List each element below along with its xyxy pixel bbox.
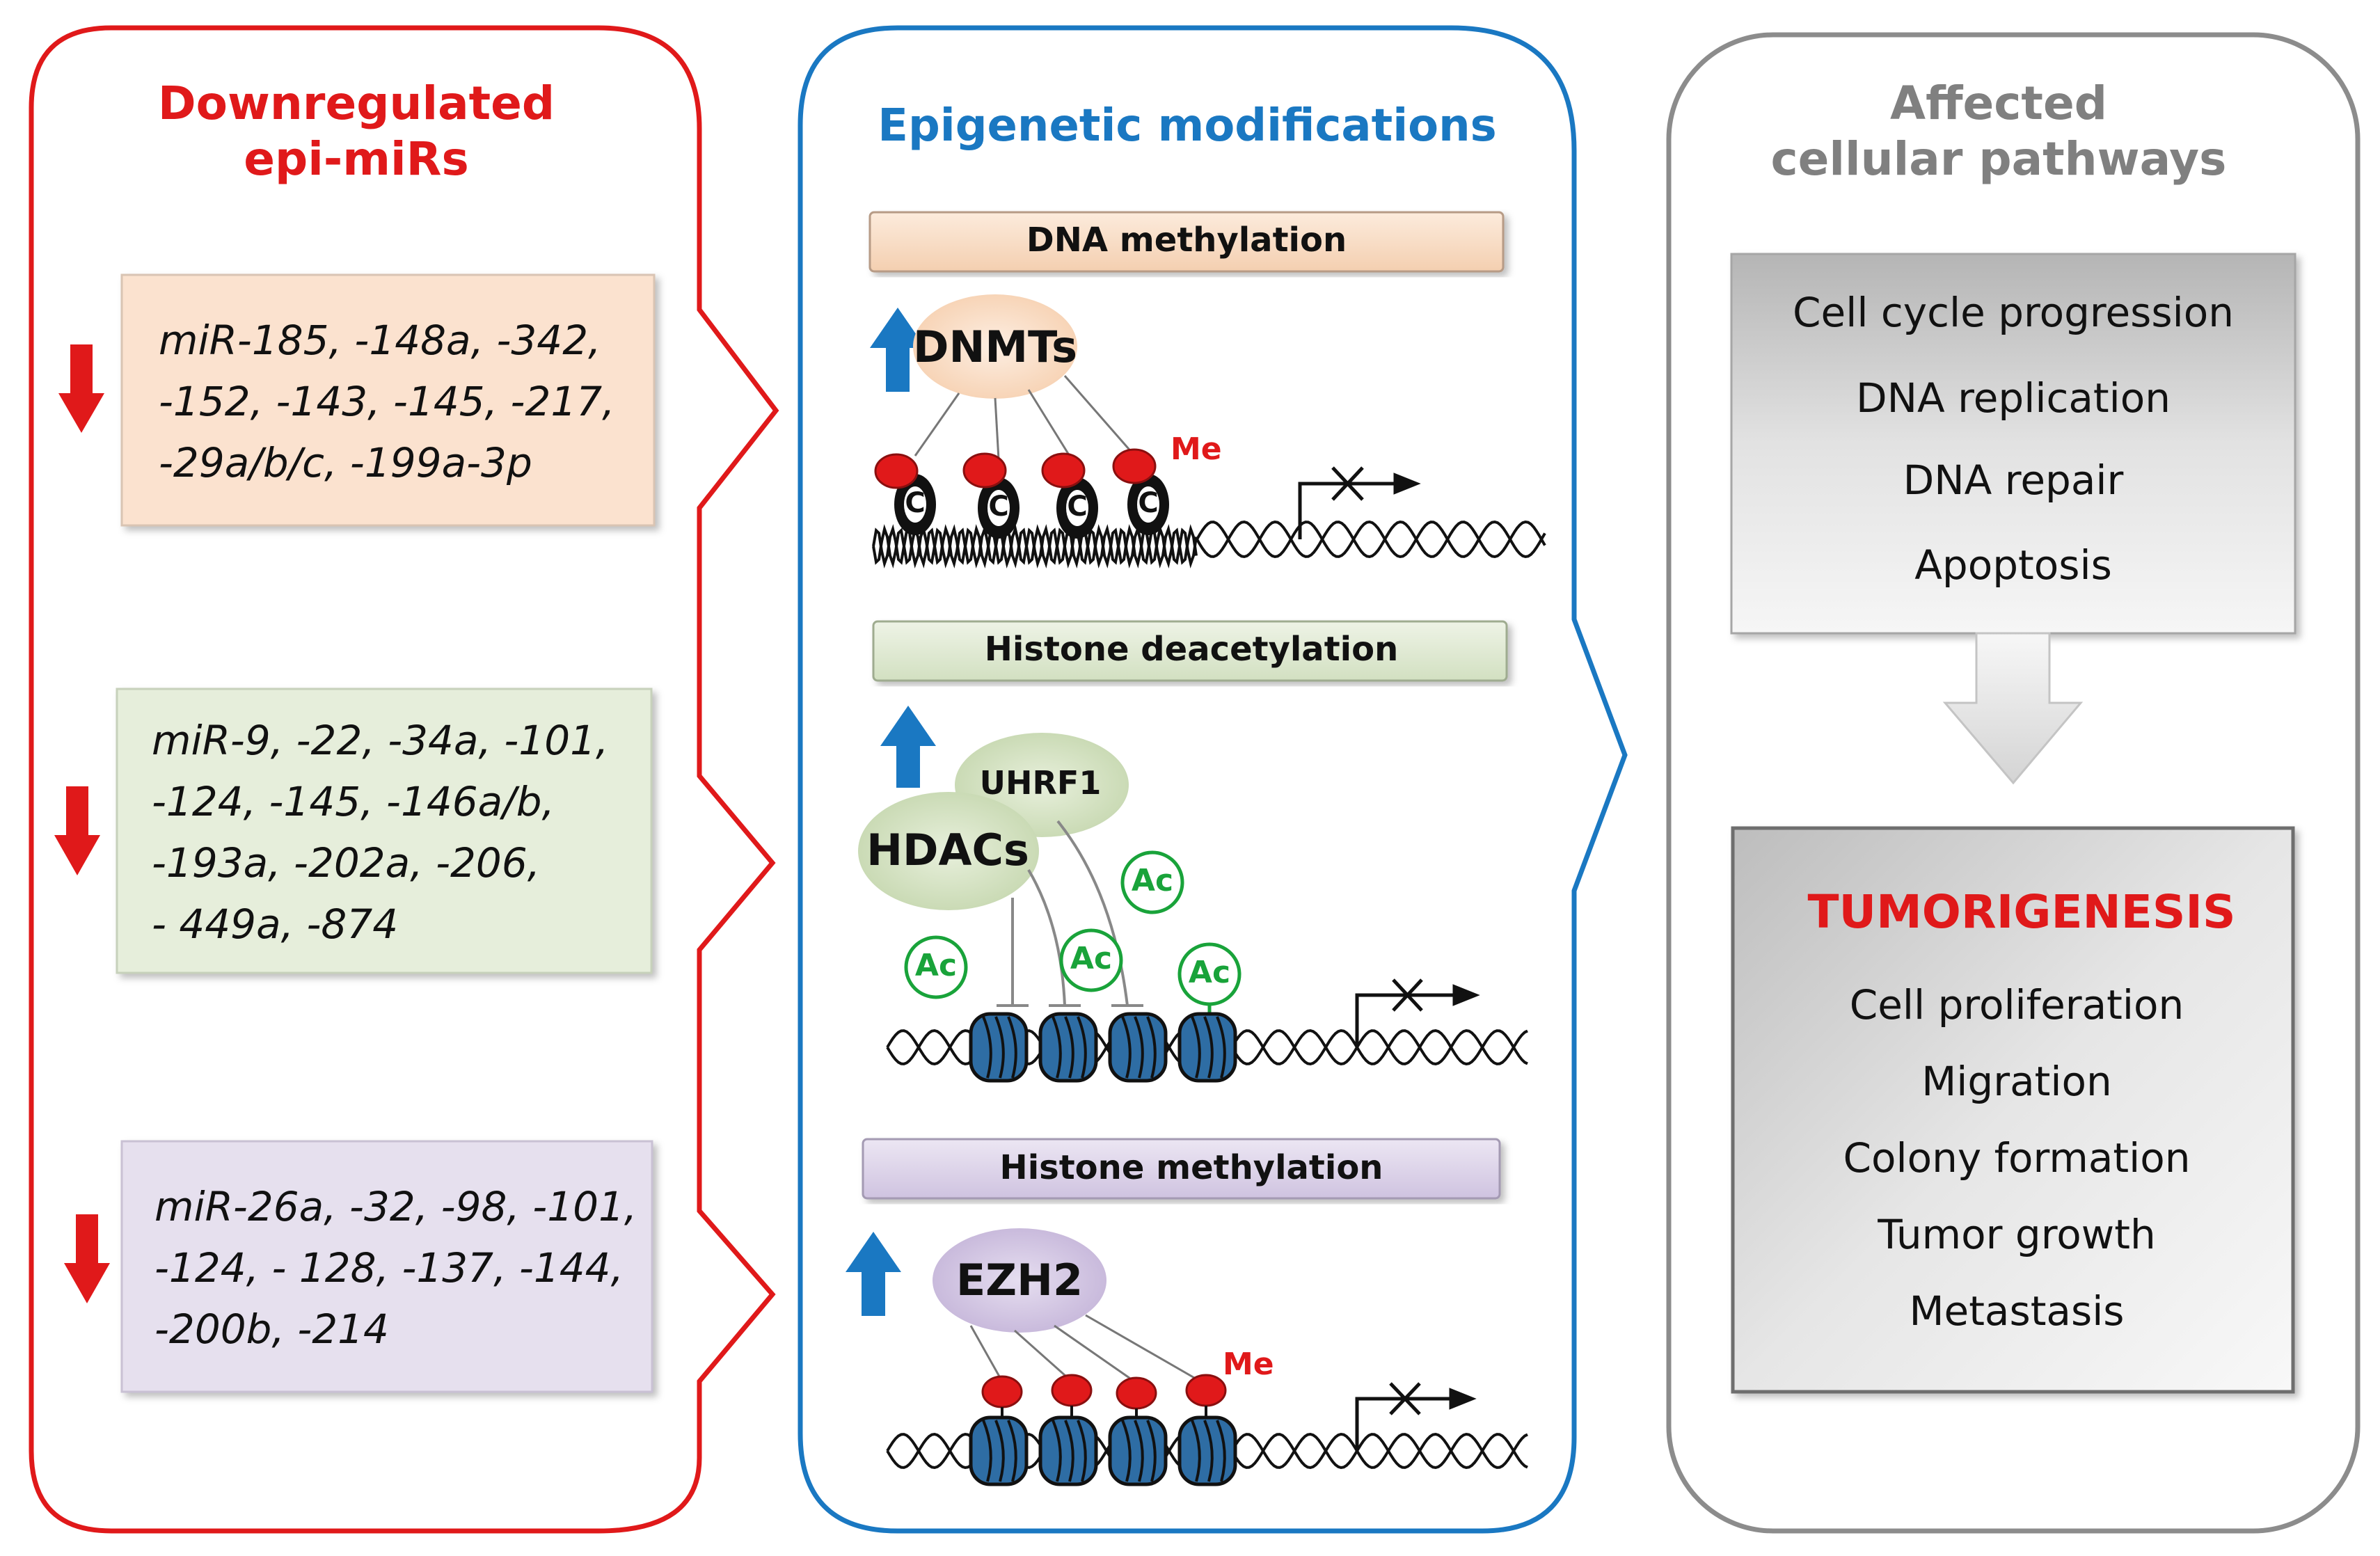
cytosine-label-1: C: [905, 487, 926, 519]
left-panel-outline: [29, 25, 779, 1534]
tumorigenesis-title: TUMORIGENESIS: [1807, 885, 2236, 939]
me-label-3: Me: [1223, 1347, 1274, 1382]
pathway-3: DNA repair: [1903, 457, 2124, 504]
outcome-3: Colony formation: [1843, 1134, 2191, 1182]
outcome-4: Tumor growth: [1878, 1211, 2156, 1258]
nucleosome: [1038, 1415, 1098, 1486]
left-panel-title-line-1: Downregulated: [157, 77, 555, 130]
blocked-tss-2: [1355, 978, 1480, 1047]
band-label-dna-methylation: DNA methylation: [1026, 221, 1347, 260]
dnmts-label: DNMTs: [912, 321, 1078, 372]
ezh2-ellipse: [933, 1228, 1106, 1333]
band-histone-methylation: [862, 1138, 1501, 1200]
ezh2-links: [969, 1314, 1201, 1383]
outcome-2: Migration: [1921, 1058, 2112, 1105]
hdacs-label: HDACs: [866, 825, 1029, 875]
mir-box-2: [116, 688, 653, 974]
pathway-2: DNA replication: [1856, 374, 2171, 422]
pathway-1: Cell cycle progression: [1793, 289, 2234, 336]
mir-group-2-line-3: -193a, -202a, -206,: [152, 839, 541, 887]
down-block-arrow: [1942, 632, 2084, 785]
dnmts-ellipse: [913, 294, 1077, 399]
band-label-histone-methylation: Histone methylation: [999, 1148, 1383, 1187]
hdac-inhibit-lines: [997, 820, 1143, 1007]
down-arrow-1: [58, 344, 104, 433]
left-panel-title-line-2: epi-miRs: [244, 132, 469, 186]
up-arrow-1: [870, 308, 926, 392]
outcome-5: Metastasis: [1909, 1287, 2125, 1335]
mir-group-2-line-2: -124, -145, -146a/b,: [152, 778, 555, 825]
nucleosome: [1108, 1415, 1168, 1486]
mir-group-1: miR-185, -148a, -342, -152, -143, -145, …: [159, 310, 615, 493]
me-label-1: Me: [1171, 431, 1222, 467]
down-arrow-2: [54, 786, 100, 875]
nucleosome: [969, 1012, 1029, 1083]
cytosine-label-3: C: [1067, 491, 1088, 523]
ac-label-3: Ac: [1070, 941, 1113, 976]
outcomes-box: [1731, 826, 2295, 1394]
blocked-tss-3: [1355, 1382, 1477, 1451]
uhrf1-label: UHRF1: [979, 764, 1102, 802]
mir-group-2-line-1: miR-9, -22, -34a, -101,: [152, 717, 609, 764]
right-panel-outline: [1666, 32, 2361, 1534]
mir-group-2: miR-9, -22, -34a, -101, -124, -145, -146…: [152, 710, 608, 955]
ac-label-1: Ac: [1131, 863, 1174, 898]
methyl-cytosines: [874, 448, 1169, 539]
cytosine-2: [962, 452, 1020, 539]
mir-group-1-line-1: miR-185, -148a, -342,: [159, 317, 601, 364]
methyl-stems-3: [1001, 1406, 1207, 1420]
band-histone-deacetylation: [872, 620, 1508, 682]
nucleosomes-3: [969, 1415, 1237, 1486]
up-arrow-2: [880, 706, 936, 788]
mir-group-1-line-3: -29a/b/c, -199a-3p: [159, 439, 532, 486]
nucleosome: [1177, 1415, 1237, 1486]
outcome-1: Cell proliferation: [1849, 981, 2184, 1029]
blocked-tss-1: [1298, 466, 1421, 539]
mir-box-1: [120, 273, 656, 527]
nucleosome: [1108, 1012, 1168, 1083]
mir-group-3: miR-26a, -32, -98, -101, -124, - 128, -1…: [154, 1176, 637, 1360]
cytosine-label-2: C: [988, 491, 1009, 523]
mir-group-1-line-2: -152, -143, -145, -217,: [159, 378, 615, 425]
up-arrow-3: [846, 1232, 901, 1316]
right-panel-title-line-1: Affected: [1890, 77, 2107, 130]
middle-panel-title: Epigenetic modifications: [878, 100, 1497, 152]
pathways-box: [1730, 253, 2296, 635]
dna-strand-1: [872, 520, 1546, 569]
ac-label-4: Ac: [1188, 955, 1231, 990]
mir-group-3-line-1: miR-26a, -32, -98, -101,: [154, 1183, 637, 1230]
nucleosome: [969, 1415, 1029, 1486]
acetyl-marks: [904, 850, 1241, 1006]
right-panel-title-line-2: cellular pathways: [1770, 132, 2227, 186]
down-arrow-3: [64, 1214, 110, 1303]
mir-group-3-line-3: -200b, -214: [154, 1305, 389, 1353]
methyl-marks-3: [981, 1374, 1227, 1410]
band-label-histone-deacetylation: Histone deacetylation: [984, 630, 1399, 669]
ezh2-label: EZH2: [955, 1255, 1084, 1305]
cytosine-1: [874, 453, 936, 535]
hdacs-ellipse: [858, 792, 1039, 910]
dnmts-links: [914, 375, 1139, 460]
pathway-4: Apoptosis: [1914, 541, 2112, 589]
band-dna-methylation: [868, 211, 1505, 273]
nucleosome: [1177, 1012, 1237, 1083]
nucleosome: [1038, 1012, 1098, 1083]
middle-panel-outline: [798, 25, 1628, 1534]
mir-group-3-line-2: -124, - 128, -137, -144,: [154, 1244, 624, 1292]
cytosine-4: [1112, 448, 1169, 535]
nucleosomes-2: [969, 1012, 1237, 1083]
mir-group-2-line-4: - 449a, -874: [152, 900, 399, 948]
cytosine-3: [1041, 452, 1098, 539]
ac-label-2: Ac: [914, 948, 958, 983]
mir-box-3: [120, 1140, 653, 1393]
cytosine-label-4: C: [1138, 487, 1159, 519]
